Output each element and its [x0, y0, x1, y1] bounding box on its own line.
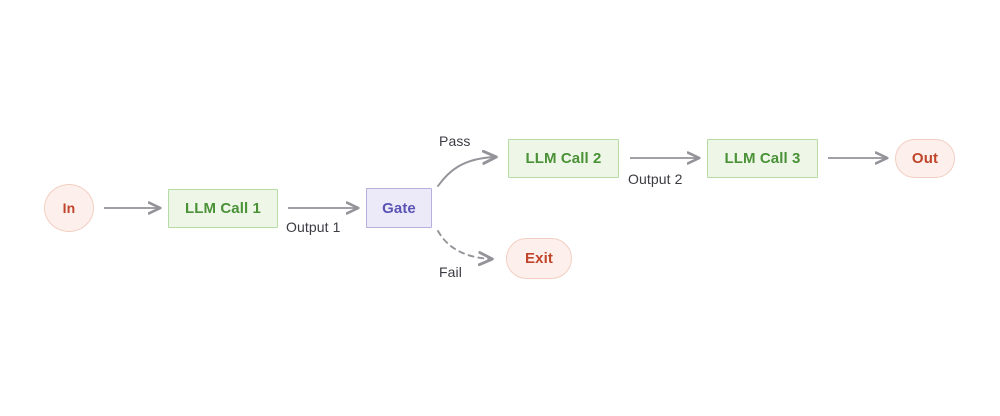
- node-llm-call-3-label: LLM Call 3: [724, 150, 801, 167]
- node-gate[interactable]: Gate: [366, 188, 432, 228]
- edge-label-output-2: Output 2: [628, 171, 683, 187]
- edge-gate-to-llm2: [437, 157, 496, 187]
- node-in[interactable]: In: [44, 184, 94, 232]
- node-out[interactable]: Out: [895, 139, 955, 178]
- edge-label-fail: Fail: [439, 264, 462, 280]
- node-gate-label: Gate: [382, 199, 416, 217]
- node-llm-call-2[interactable]: LLM Call 2: [508, 139, 619, 178]
- node-llm-call-3[interactable]: LLM Call 3: [707, 139, 818, 178]
- node-llm-call-1[interactable]: LLM Call 1: [168, 189, 278, 228]
- node-exit-label: Exit: [525, 250, 553, 267]
- node-in-label: In: [62, 200, 76, 216]
- edge-gate-to-exit: [437, 230, 492, 259]
- node-out-label: Out: [911, 150, 939, 167]
- edge-label-output-1: Output 1: [286, 219, 341, 235]
- node-llm-call-1-label: LLM Call 1: [184, 200, 261, 217]
- node-llm-call-2-label: LLM Call 2: [525, 150, 602, 167]
- node-exit[interactable]: Exit: [506, 238, 572, 279]
- edge-label-pass: Pass: [439, 133, 471, 149]
